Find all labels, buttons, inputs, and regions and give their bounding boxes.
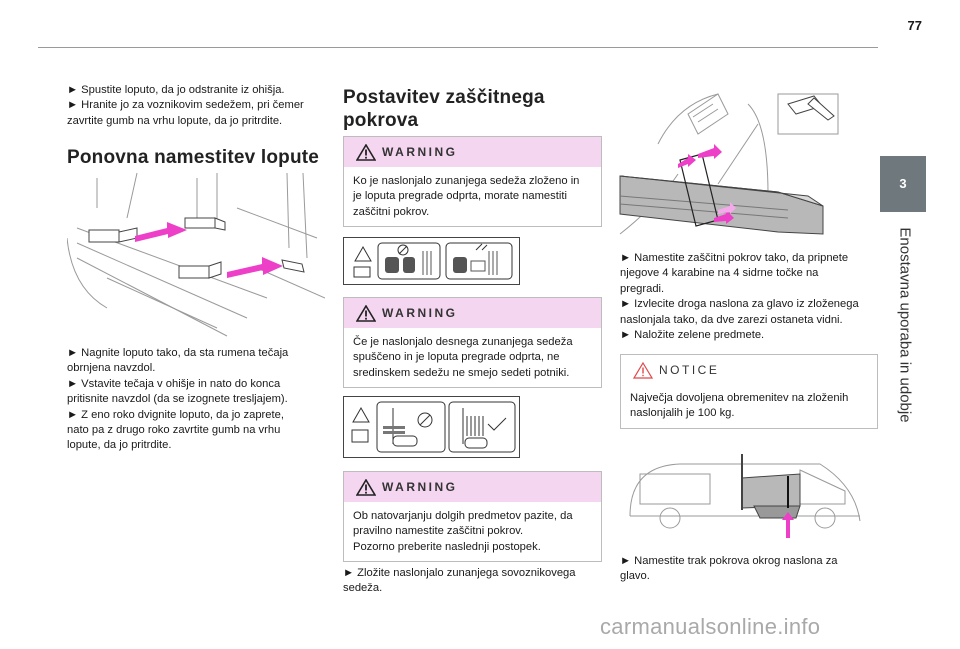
seat-pictogram-1 bbox=[343, 237, 520, 285]
warning-body: Ko je naslonjalo zunanjega sedeža zložen… bbox=[353, 175, 580, 218]
warning-triangle-icon bbox=[356, 144, 376, 161]
notice-triangle-icon bbox=[633, 362, 653, 379]
cover-illustration bbox=[618, 84, 850, 246]
notice-box: NOTICE Največja dovoljena obremenitev na… bbox=[620, 354, 878, 429]
notice-body: Največja dovoljena obremenitev na zložen… bbox=[630, 392, 849, 420]
seat-pictogram-2 bbox=[343, 396, 520, 458]
van-illustration bbox=[620, 446, 870, 546]
flap-steps-text: ► Nagnite loputo tako, da sta rumena teč… bbox=[67, 347, 289, 452]
warning-triangle-icon bbox=[356, 305, 376, 322]
flap-illustration bbox=[67, 168, 325, 340]
section-heading-flap: Ponovna namestitev lopute bbox=[67, 147, 320, 168]
warning-box-1: WARNING Ko je naslonjalo zunanjega sedež… bbox=[343, 136, 602, 228]
warning-triangle-icon bbox=[356, 479, 376, 496]
warning-header: WARNING bbox=[344, 298, 601, 328]
header-rule bbox=[38, 47, 878, 48]
notice-title: NOTICE bbox=[659, 363, 720, 377]
section-heading-cover: Postavitev zaščitnega pokrova bbox=[343, 87, 545, 131]
warning-body: Če je naslonjalo desnega zunanjega sedež… bbox=[353, 336, 573, 379]
warning-box-2: WARNING Če je naslonjalo desnega zunanje… bbox=[343, 297, 602, 389]
warning-title: WARNING bbox=[382, 480, 458, 494]
chapter-tab[interactable]: 3 bbox=[880, 156, 926, 212]
fold-seat-text: ► Zložite naslonjalo zunanjega sovozniko… bbox=[343, 567, 576, 595]
warning-header: WARNING bbox=[344, 472, 601, 502]
page-number: 77 bbox=[907, 18, 922, 33]
warning-title: WARNING bbox=[382, 145, 458, 159]
watermark: carmanualsonline.info bbox=[600, 614, 821, 639]
warning-header: WARNING bbox=[344, 137, 601, 167]
warning-title: WARNING bbox=[382, 306, 458, 320]
intro-text: ► Spustite loputo, da jo odstranite iz o… bbox=[67, 84, 304, 127]
warning-box-3: WARNING Ob natovarjanju dolgih predmetov… bbox=[343, 471, 602, 563]
headrest-strap-text: ► Namestite trak pokrova okrog naslona z… bbox=[620, 555, 838, 583]
notice-header: NOTICE bbox=[621, 355, 877, 385]
cover-steps-text: ► Namestite zaščitni pokrov tako, da pri… bbox=[620, 252, 859, 342]
warning-body: Ob natovarjanju dolgih predmetov pazite,… bbox=[353, 510, 573, 553]
